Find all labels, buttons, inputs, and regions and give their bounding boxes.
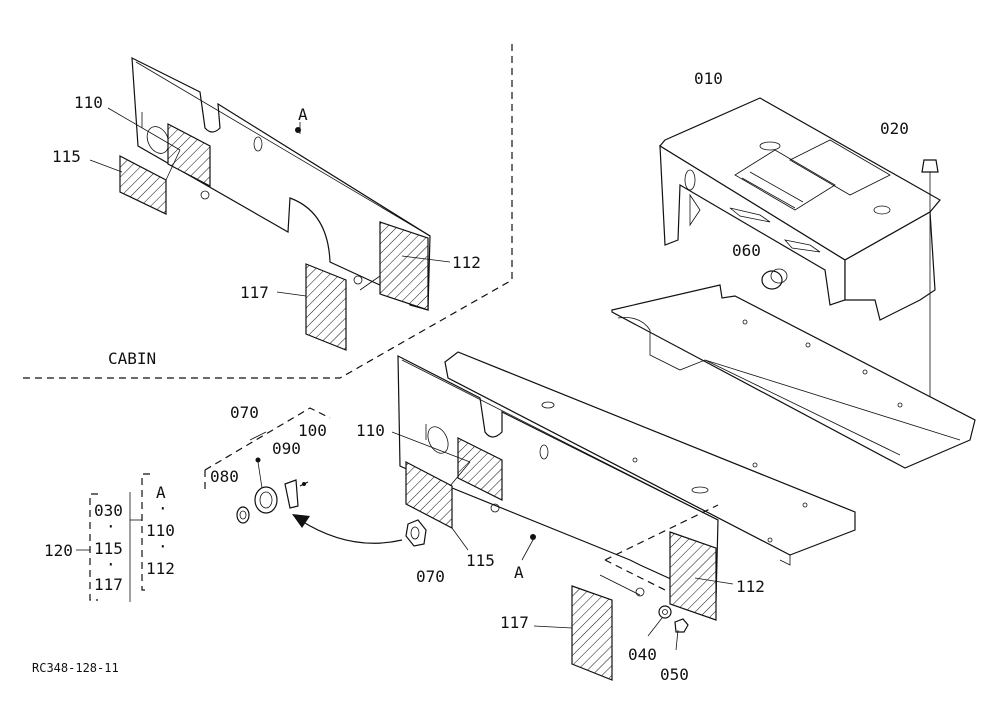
label-cabin-110: 110 xyxy=(74,93,103,112)
label-050: 050 xyxy=(660,665,689,684)
kit-left-1: · xyxy=(106,517,116,536)
label-cabin-112: 112 xyxy=(452,253,481,272)
label-070-lock: 070 xyxy=(416,567,445,586)
label-a: A xyxy=(514,563,524,582)
kit-left-2: 115 xyxy=(94,539,123,558)
label-110: 110 xyxy=(356,421,385,440)
plate-112 xyxy=(669,531,717,621)
cabin-plate-112 xyxy=(379,221,429,311)
kit-number: 120 xyxy=(44,541,73,560)
label-cabin-117: 117 xyxy=(240,283,269,302)
kit-left-3: · xyxy=(106,555,116,574)
kit-legend-brackets xyxy=(76,473,150,602)
lower-bracket xyxy=(444,351,856,566)
lock-body-090 xyxy=(254,457,299,514)
label-115: 115 xyxy=(466,551,495,570)
kit-right-4: 112 xyxy=(146,559,175,578)
label-070-group: 070 xyxy=(230,403,259,422)
label-020: 020 xyxy=(880,119,909,138)
kit-right-0: A xyxy=(156,483,166,502)
main-side-cover xyxy=(397,355,719,601)
cabin-inset-boundary xyxy=(22,44,513,379)
plate-117 xyxy=(571,585,613,681)
kit-right-2: 110 xyxy=(146,521,175,540)
label-010: 010 xyxy=(694,69,723,88)
kit-right-1: · xyxy=(158,499,168,518)
cabin-plate-117 xyxy=(305,263,347,351)
plate-110 xyxy=(457,437,503,501)
label-112: 112 xyxy=(736,577,765,596)
kit-left-4: 117 xyxy=(94,575,123,594)
reference-code: RC348-128-11 xyxy=(32,661,119,675)
callout-a-dot-main xyxy=(530,534,536,540)
assembly-arrow xyxy=(292,514,403,544)
label-cabin-115: 115 xyxy=(52,147,81,166)
cabin-plate-110 xyxy=(167,123,211,187)
grommet-060 xyxy=(761,268,788,290)
lock-cylinder-080 xyxy=(236,506,250,524)
nut-050 xyxy=(674,618,689,633)
label-100: 100 xyxy=(298,421,327,440)
label-117: 117 xyxy=(500,613,529,632)
lock-assembled-070 xyxy=(405,519,427,547)
label-cabin-a: A xyxy=(298,105,308,124)
kit-left-0: 030 xyxy=(94,501,123,520)
cabin-plate-115 xyxy=(119,155,167,215)
callout-a-dot xyxy=(295,127,301,133)
kit-group-left: 030 · 115 · 117 xyxy=(94,501,123,594)
cabin-leaders xyxy=(89,107,451,297)
main-leaders xyxy=(391,431,734,651)
floor-plate xyxy=(611,284,976,469)
screw-100 xyxy=(299,481,309,487)
label-090: 090 xyxy=(272,439,301,458)
washer-040 xyxy=(658,605,672,619)
cabin-label: CABIN xyxy=(108,349,156,368)
label-040: 040 xyxy=(628,645,657,664)
kit-group-right: A · 110 · 112 xyxy=(146,483,175,578)
label-060: 060 xyxy=(732,241,761,260)
lock-exploded-group xyxy=(204,407,331,494)
kit-right-3: · xyxy=(158,537,168,556)
label-080: 080 xyxy=(210,467,239,486)
main-frame-010 xyxy=(659,97,941,321)
